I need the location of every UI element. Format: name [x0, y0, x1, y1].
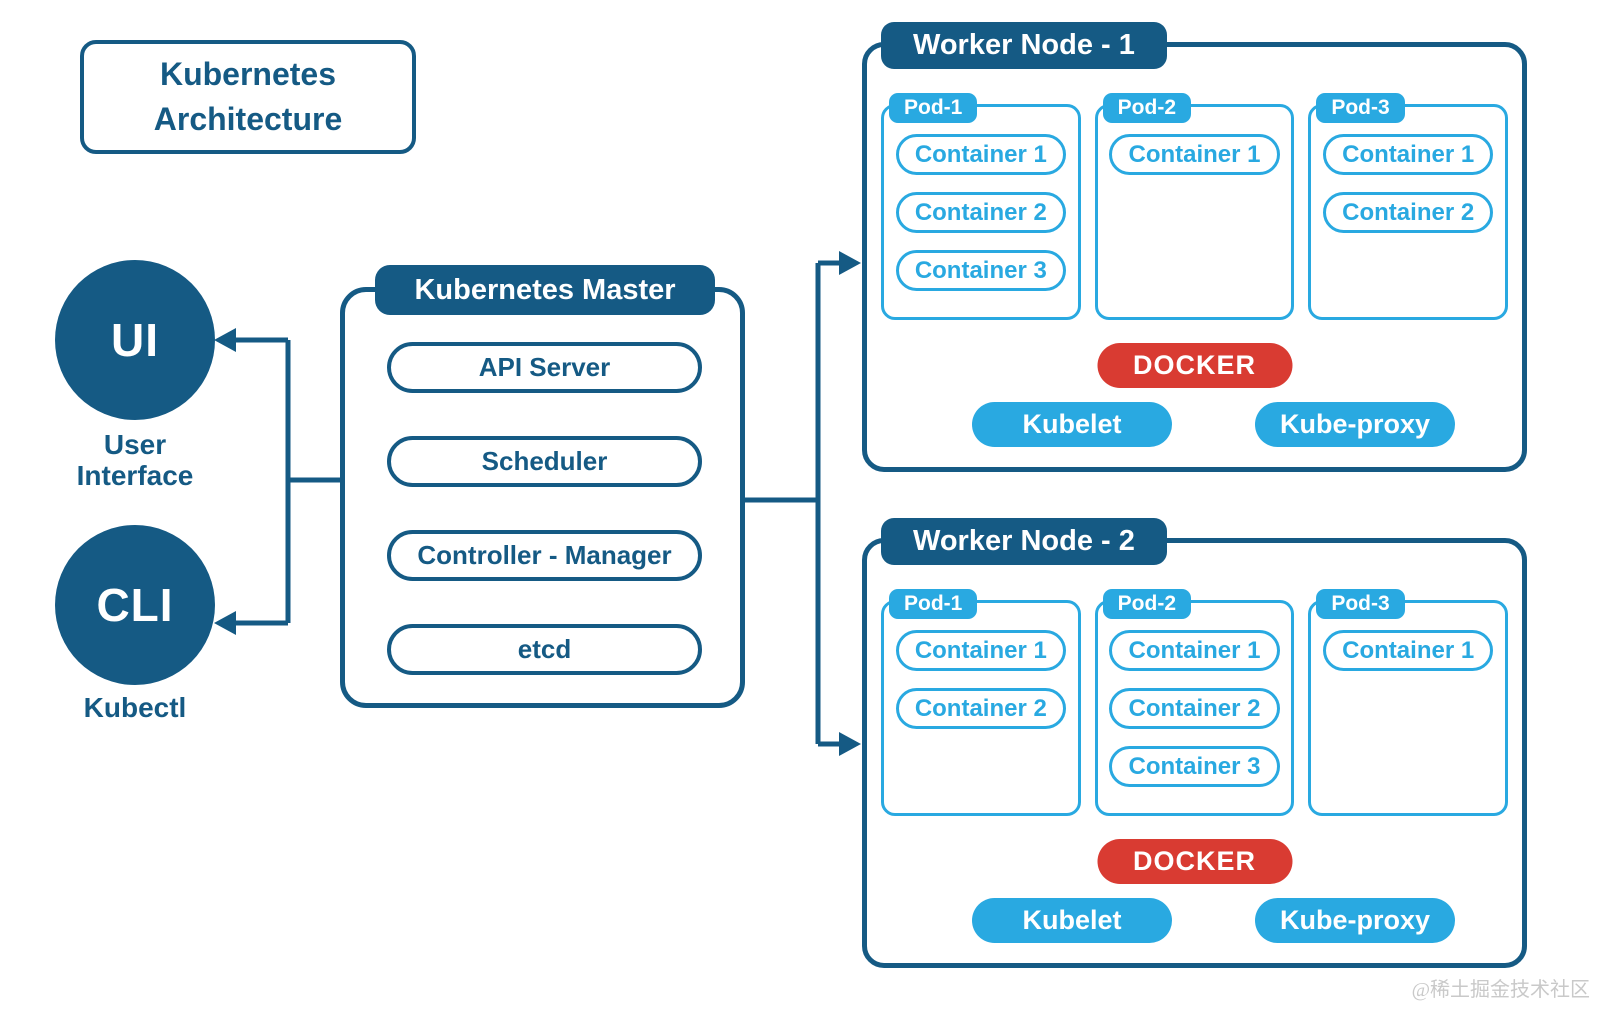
- container-pill-1: Container 1: [1109, 134, 1280, 175]
- cli-circle: CLI: [55, 525, 215, 685]
- worker-node-1-kubelet-pill: Kubelet: [972, 402, 1172, 447]
- pod-containers-list: Container 1 Container 2 Container 3: [1098, 603, 1292, 787]
- master-component-2: Scheduler: [387, 436, 702, 487]
- container-pill-1: Container 1: [895, 134, 1067, 175]
- container-pill-1: Container 1: [1322, 630, 1494, 671]
- worker-node-2-title: Worker Node - 2: [913, 525, 1135, 557]
- master-component-3: Controller - Manager: [387, 530, 702, 581]
- pod-tab-pod-1: Pod-1: [889, 589, 978, 619]
- arrowhead-ui: [214, 328, 236, 352]
- worker-node-2-kubelet-pill: Kubelet: [972, 898, 1172, 943]
- kubelet-label: Kubelet: [1022, 409, 1122, 439]
- master-component-4: etcd: [387, 624, 702, 675]
- container-pill-2: Container 2: [895, 192, 1067, 233]
- pod-containers-list: Container 1 Container 2 Container 3: [884, 107, 1078, 291]
- ui-label-wrap: User Interface: [50, 429, 220, 492]
- kubelet-label: Kubelet: [1022, 905, 1122, 935]
- pod-tab-pod-2: Pod-2: [1102, 93, 1192, 123]
- pod-containers-list: Container 1 Container 2: [884, 603, 1078, 729]
- container-pill-1: Container 1: [1109, 630, 1280, 671]
- worker-node-2-docker-pill: DOCKER: [1097, 839, 1292, 884]
- diagram-title-box: Kubernetes Architecture: [80, 40, 416, 154]
- cli-label: Kubectl: [83, 692, 187, 723]
- pod-tab-pod-2: Pod-2: [1102, 589, 1192, 619]
- cli-label-wrap: Kubectl: [50, 692, 220, 724]
- container-pill-2: Container 2: [1322, 192, 1494, 233]
- ui-label: User Interface: [76, 429, 194, 491]
- pod-containers-list: Container 1: [1098, 107, 1292, 175]
- diagram-title: Kubernetes Architecture: [153, 55, 343, 137]
- kubernetes-master-title: Kubernetes Master: [414, 273, 676, 306]
- arrowhead-worker2: [839, 732, 861, 756]
- docker-label: DOCKER: [1132, 846, 1256, 876]
- arrowhead-cli: [214, 611, 236, 635]
- pod-tab-pod-3: Pod-3: [1316, 93, 1405, 123]
- container-pill-3: Container 3: [895, 250, 1067, 291]
- master-component-1: API Server: [387, 342, 702, 393]
- worker-node-1-kube-proxy-pill: Kube-proxy: [1255, 402, 1455, 447]
- container-pill-1: Container 1: [1322, 134, 1494, 175]
- container-pill-2: Container 2: [895, 688, 1067, 729]
- kubernetes-master-header: Kubernetes Master: [375, 265, 715, 315]
- ui-circle: UI: [55, 260, 215, 420]
- arrowhead-worker1: [839, 251, 861, 275]
- watermark-text: @稀土掘金技术社区: [1411, 979, 1590, 1001]
- worker-node-1-docker-pill: DOCKER: [1097, 343, 1292, 388]
- container-pill-2: Container 2: [1109, 688, 1280, 729]
- container-pill-3: Container 3: [1109, 746, 1280, 787]
- container-pill-1: Container 1: [895, 630, 1067, 671]
- docker-label: DOCKER: [1132, 350, 1256, 380]
- worker-node-1-header: Worker Node - 1: [881, 22, 1167, 69]
- pod-tab-pod-3: Pod-3: [1316, 589, 1405, 619]
- pod-tab-pod-1: Pod-1: [889, 93, 978, 123]
- kube-proxy-label: Kube-proxy: [1279, 905, 1431, 935]
- kube-proxy-label: Kube-proxy: [1279, 409, 1431, 439]
- worker-node-2-kube-proxy-pill: Kube-proxy: [1255, 898, 1455, 943]
- cli-circle-abbr: CLI: [96, 579, 174, 631]
- pod-containers-list: Container 1: [1311, 603, 1505, 671]
- pod-containers-list: Container 1 Container 2: [1311, 107, 1505, 233]
- worker-node-2-header: Worker Node - 2: [881, 518, 1167, 565]
- worker-node-1-title: Worker Node - 1: [913, 29, 1135, 61]
- ui-circle-abbr: UI: [111, 314, 159, 366]
